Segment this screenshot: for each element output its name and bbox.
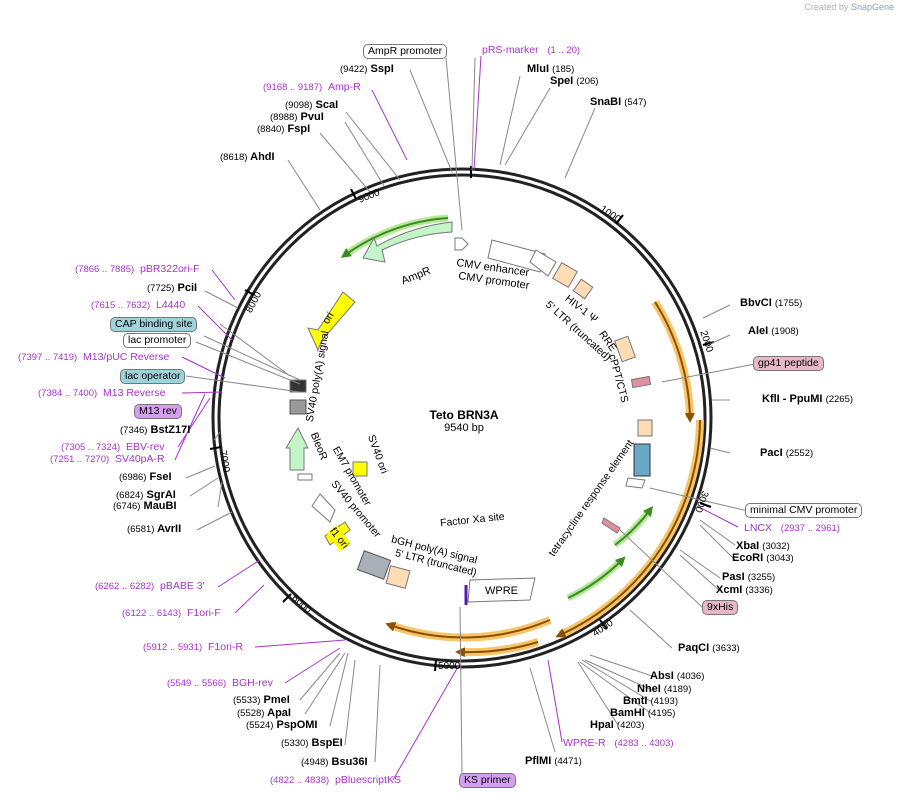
bgh-polya-feature xyxy=(356,550,392,580)
primer-ebv-rev: (7305 .. 7324) EBV-rev xyxy=(61,441,165,453)
lac-operator-feature xyxy=(289,379,307,393)
tick-label-5000: 5000 xyxy=(438,661,461,672)
cap-binding-site-label: CAP binding site xyxy=(110,317,198,332)
cppt-feature xyxy=(630,375,652,389)
backbone-outer xyxy=(211,167,713,669)
min-cmv-feature xyxy=(625,477,646,489)
wpre-label: WPRE xyxy=(485,585,518,597)
em7-feature xyxy=(297,473,313,481)
gp41-peptide-label: gp41 peptide xyxy=(753,356,824,371)
primer-l4440: (7615 .. 7632) L4440 xyxy=(91,299,186,311)
gp41-feature xyxy=(637,419,653,437)
site-snabi: SnaBI (547) xyxy=(590,96,647,108)
lac-promoter-label: lac promoter xyxy=(123,333,192,348)
site-pspomi: (5524) PspOMI xyxy=(246,719,318,731)
site-bsu36i: (4948) Bsu36I xyxy=(301,756,368,768)
m13-rev-label: M13 rev xyxy=(134,404,182,419)
plasmid-center-label: Teto BRN3A 9540 bp xyxy=(394,408,534,434)
primer-amp-r: (9168 .. 9187) Amp-R xyxy=(263,81,361,93)
hiv-psi-feature xyxy=(572,278,594,300)
site-maubi: (6746) MauBI xyxy=(113,500,177,512)
primer-m13-reverse: (7384 .. 7400) M13 Reverse xyxy=(38,387,166,399)
his-feature xyxy=(601,517,621,534)
cmv-promoter-feature xyxy=(529,249,557,277)
site-avrii: (6581) AvrII xyxy=(127,523,182,535)
site-ecori: EcoRI (3043) xyxy=(732,552,794,564)
ampr-promoter-label: AmpR promoter xyxy=(363,44,448,59)
9xhis-label: 9xHis xyxy=(702,600,739,615)
primer-prs-marker: pRS-marker (1 .. 20) xyxy=(482,44,581,56)
site-spei: SpeI (206) xyxy=(550,75,599,87)
primer-pbr322ori-f: (7866 .. 7885) pBR322ori-F xyxy=(75,263,200,275)
ori-feature xyxy=(307,291,356,352)
ks-primer-label: KS primer xyxy=(459,773,516,788)
minimal-cmv-promoter-label: minimal CMV promoter xyxy=(745,503,863,518)
site-mlui: MluI (185) xyxy=(527,63,575,75)
primer-pbluescriptks: (4822 .. 4838) pBluescriptKS xyxy=(270,774,401,786)
site-alei: AleI (1908) xyxy=(748,325,799,337)
site-apai: (5528) ApaI xyxy=(237,707,291,719)
snapgene-credit: Created by SnapGene xyxy=(804,2,894,12)
sv40-promoter-feature xyxy=(311,493,336,523)
primer-f1ori-r: (5912 .. 5931) F1ori-R xyxy=(143,641,244,653)
leader-lines xyxy=(185,57,756,776)
site-scai: (9098) ScaI xyxy=(285,99,339,111)
sv40-polya-feature xyxy=(289,399,307,415)
ampr-promoter-feature xyxy=(454,237,469,251)
primer-sv40pa-r: (7251 .. 7270) SV40pA-R xyxy=(50,453,165,465)
site-pcii: (7725) PciI xyxy=(147,282,198,294)
site-absi: AbsI (4036) xyxy=(650,670,705,682)
site-sspi: (9422) SspI xyxy=(340,63,394,75)
site-bmti: BmtI (4193) xyxy=(623,695,678,707)
site-bstz17i: (7346) BstZ17I xyxy=(120,424,191,436)
snapgene-brand: SnapGene xyxy=(850,2,894,12)
site-xcmi: XcmI (3336) xyxy=(716,584,773,596)
wpre-feature xyxy=(467,577,536,603)
site-pflmi: PflMI (4471) xyxy=(525,755,582,767)
ampr-feature xyxy=(362,221,453,263)
site-pasi: PasI (3255) xyxy=(722,571,776,583)
site-bspei: (5330) BspEI xyxy=(281,737,343,749)
primer-m13-puc-reverse: (7397 .. 7419) M13/pUC Reverse xyxy=(18,351,170,363)
site-sgrai: (6824) SgrAI xyxy=(116,489,176,501)
site-pvui: (8988) PvuI xyxy=(270,111,324,123)
bleor-feature xyxy=(285,426,309,471)
lac-operator-label: lac operator xyxy=(120,369,186,384)
site-bbvci: BbvCI (1755) xyxy=(740,297,803,309)
backbone-inner xyxy=(217,173,707,663)
site-hpai: HpaI (4203) xyxy=(590,719,645,731)
site-fspi: (8840) FspI xyxy=(257,123,311,135)
plasmid-size: 9540 bp xyxy=(444,422,484,434)
site-fsei: (6986) FseI xyxy=(119,471,172,483)
primer-wpre-r: WPRE-R (4283 .. 4303) xyxy=(563,737,674,749)
primer-f1ori-f: (6122 .. 6143) F1ori-F xyxy=(122,607,221,619)
green-arc-right-1 xyxy=(566,557,625,602)
tre-feature xyxy=(633,443,651,477)
ltr-feature-bottom xyxy=(385,565,411,589)
site-xbai: XbaI (3032) xyxy=(736,540,790,552)
site-nhei: NheI (4189) xyxy=(637,683,692,695)
site-paqci: PaqCI (3633) xyxy=(678,642,740,654)
site-pmei: (5533) PmeI xyxy=(233,694,290,706)
cmv-enhancer-feature xyxy=(487,239,546,273)
ltr-feature-top xyxy=(552,262,578,288)
tick-marks xyxy=(209,188,715,672)
rre-feature xyxy=(614,335,636,363)
site-ahdi: (8618) AhdI xyxy=(220,151,275,163)
primer-bgh-rev: (5549 .. 5566) BGH-rev xyxy=(167,677,273,689)
primer-leaders xyxy=(174,55,739,781)
site-paci: PacI (2552) xyxy=(760,447,814,459)
plasmid-name: Teto BRN3A xyxy=(429,408,499,422)
sv40-ori-feature xyxy=(352,461,368,477)
site-kfli-ppumi: KflI - PpuMI (2265) xyxy=(762,393,854,405)
primer-lncx: LNCX (2937 .. 2961) xyxy=(744,522,840,534)
primer-pbabe-3: (6262 .. 6282) pBABE 3' xyxy=(95,580,205,592)
site-bamhi: BamHI (4195) xyxy=(610,707,676,719)
